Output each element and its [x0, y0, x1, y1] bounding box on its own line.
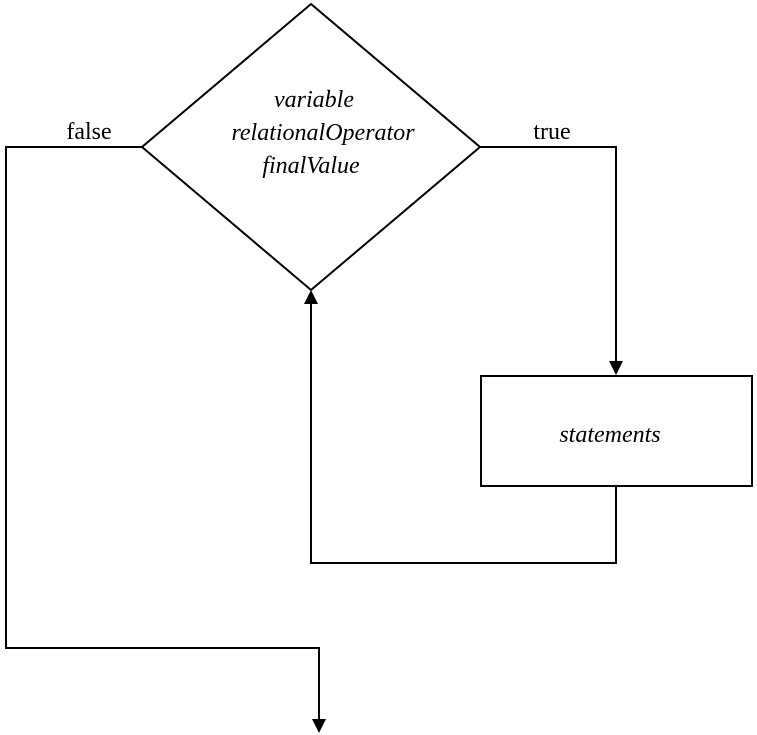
- statements-label: statements: [559, 422, 660, 448]
- loop-back-arrowhead: [304, 290, 318, 304]
- statements-box: [480, 375, 753, 487]
- true-branch-arrowhead: [609, 361, 623, 375]
- false-branch-line: [5, 146, 320, 722]
- condition-line-variable: variable: [274, 87, 354, 113]
- true-branch-line: [480, 146, 617, 362]
- condition-line-operator: relationalOperator: [231, 120, 415, 146]
- loop-back-line: [310, 302, 617, 564]
- condition-line-final-value: finalValue: [262, 153, 360, 179]
- false-branch-label: false: [66, 119, 111, 145]
- true-branch-label: true: [533, 119, 570, 145]
- exit-arrowhead: [312, 719, 326, 733]
- condition-diamond: [140, 2, 482, 292]
